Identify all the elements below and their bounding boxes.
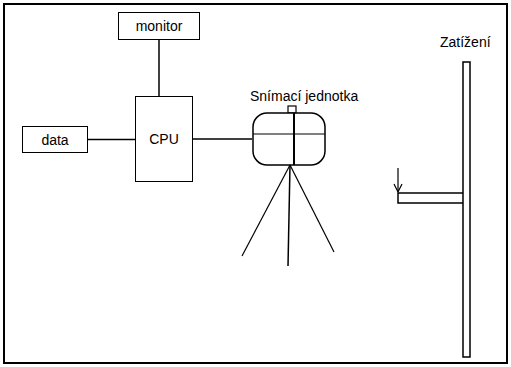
connector [193, 139, 252, 140]
cpu-box: CPU [135, 96, 193, 182]
unit-label: Snímací jednotka [246, 88, 381, 104]
box-label: monitor [132, 18, 187, 34]
camera-on-tripod [252, 88, 387, 268]
box-label: data [37, 132, 72, 148]
sensing-unit: Snímací jednotka [252, 88, 387, 268]
load-beam [463, 62, 470, 357]
outer-frame [4, 4, 507, 363]
connector [88, 139, 135, 140]
force-arrow [397, 168, 398, 192]
monitor-box: monitor [118, 12, 200, 40]
load-label: Zatížení [438, 34, 493, 50]
load-bracket [398, 193, 463, 203]
connector [159, 40, 160, 96]
data-box: data [22, 126, 88, 153]
force-arrowhead [394, 184, 402, 192]
box-label: CPU [145, 131, 183, 147]
